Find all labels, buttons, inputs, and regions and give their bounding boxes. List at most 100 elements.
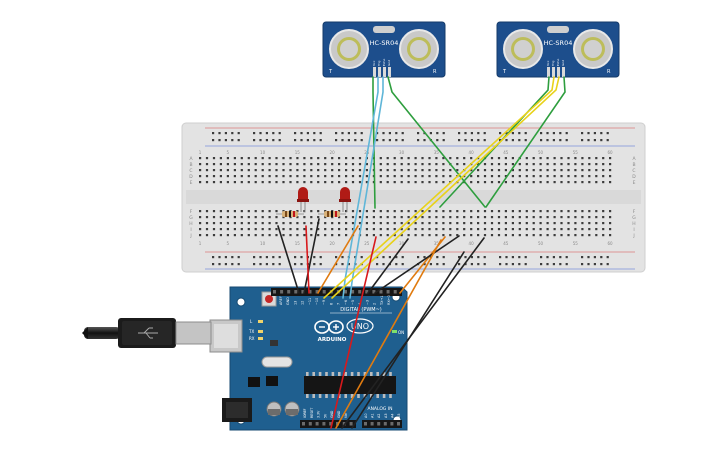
power-jack[interactable]	[222, 398, 252, 422]
sensor-pin-label-vcc: Vcc	[372, 60, 376, 66]
crystal-icon	[547, 26, 569, 33]
column-number: 15	[295, 150, 301, 155]
row-label: I	[633, 227, 634, 233]
column-number: 30	[399, 241, 405, 246]
sensor-model-label: HC-SR04	[544, 39, 573, 47]
sensor-r-mark: R	[433, 69, 437, 75]
digital-pin-label: ~9	[322, 300, 326, 305]
column-number: 40	[469, 241, 475, 246]
sensor-pins[interactable]	[547, 67, 565, 77]
row-label: D	[189, 174, 193, 180]
digital-pin-label: 8	[329, 303, 333, 305]
uno-badge: UNO	[346, 318, 374, 334]
power-pin-label: RESET	[310, 408, 314, 418]
digital-pin-label: GND	[286, 297, 290, 305]
rx-label: RX	[249, 336, 255, 341]
crystal-icon	[373, 26, 395, 33]
atmega-microcontroller	[304, 372, 396, 398]
column-number: 20	[330, 241, 336, 246]
l-label: L	[250, 319, 253, 324]
wire-black-gnd-a	[367, 238, 409, 294]
led-1[interactable]	[297, 187, 309, 212]
row-label: H	[189, 221, 192, 227]
on-label: ON	[398, 330, 404, 335]
row-label: B	[189, 162, 192, 168]
analog-in-label: ANALOG IN	[367, 406, 392, 412]
row-label: F	[190, 209, 193, 215]
column-number: 50	[538, 241, 544, 246]
digital-header[interactable]	[271, 288, 402, 296]
digital-pin-label: ~10	[315, 298, 319, 305]
arduino-uno-board[interactable]: L TX RX ON ARDUINO UNO DIGITAL (PWM~) AN…	[209, 286, 408, 431]
wire-black-gnd-b	[374, 235, 460, 294]
breadboard-center-channel	[186, 190, 641, 204]
breadboard-power-rails	[205, 127, 635, 270]
wire-orange-power	[335, 239, 442, 429]
row-label: A	[189, 156, 193, 162]
analog-pin-label: A2	[377, 414, 381, 418]
digital-pin-label: 7	[337, 303, 341, 305]
digital-pin-label: ~11	[308, 298, 312, 305]
power-pin-label: GND	[337, 410, 341, 418]
wire-green-s2-vcc	[439, 76, 550, 208]
sensor-pin-label-echo: Echo	[556, 59, 560, 66]
wire-blue-s1-echo	[349, 76, 384, 299]
analog-pin-label: A1	[371, 414, 375, 418]
digital-pin-label: ~6	[344, 300, 348, 305]
sensor-pin-label-echo: Echo	[382, 59, 386, 66]
wire-orange-led2	[317, 225, 359, 294]
sensor-pin-label-trig: Trig	[377, 61, 381, 67]
column-number: 5	[227, 241, 230, 246]
arduino-logo-icon	[314, 320, 344, 334]
led-2[interactable]	[339, 187, 351, 212]
tx-label: TX	[248, 329, 254, 334]
power-pin-label: Vin	[344, 413, 348, 418]
row-label: C	[632, 168, 635, 174]
sensor-pins[interactable]	[373, 67, 391, 77]
voltage-regulator-icon	[248, 377, 260, 387]
sensor-pin-label-gnd: Gnd	[561, 60, 565, 66]
power-header[interactable]	[300, 420, 356, 428]
usb-cable[interactable]	[80, 318, 212, 348]
column-number: 60	[607, 150, 613, 155]
resistor-1[interactable]	[276, 211, 304, 217]
analog-pin-label: A4	[390, 414, 394, 418]
column-number: 10	[260, 150, 266, 155]
wire-green-s1-vcc	[372, 76, 376, 209]
column-number: 5	[227, 150, 230, 155]
wire-black-led2-gnd	[303, 218, 320, 294]
sensor-t-mark: T	[502, 69, 507, 75]
row-label: F	[633, 209, 636, 215]
row-label: E	[190, 180, 193, 186]
wire-green-s2-gnd	[485, 76, 566, 208]
column-number: 15	[295, 241, 301, 246]
usb-port[interactable]	[209, 319, 243, 353]
power-pin-label: GND	[330, 410, 334, 418]
power-pin-label: 3.3V	[317, 410, 321, 418]
digital-pin-label: 13	[293, 301, 297, 305]
row-label: H	[632, 221, 635, 227]
row-label: G	[189, 215, 193, 221]
digital-pin-label: ~5	[351, 300, 355, 305]
digital-pin-label: 12	[301, 301, 305, 305]
ultrasonic-sensor-1[interactable]: HC-SR04 T R Vcc Trig Echo Gnd	[322, 21, 446, 78]
sensor-pin-label-trig: Trig	[551, 61, 555, 67]
resistor-2[interactable]	[318, 211, 346, 217]
row-label: G	[632, 215, 636, 221]
row-label: B	[632, 162, 635, 168]
row-label: J	[189, 233, 191, 239]
column-number: 60	[607, 241, 613, 246]
column-number: 35	[434, 150, 440, 155]
row-label: J	[632, 233, 634, 239]
ultrasonic-sensor-2[interactable]: HC-SR04 T R Vcc Trig Echo Gnd	[496, 21, 620, 78]
wire-red-led1	[305, 225, 310, 294]
sensor-t-mark: T	[328, 69, 333, 75]
column-number: 45	[503, 241, 509, 246]
digital-pin-label: AREF	[279, 296, 283, 305]
wires	[277, 76, 566, 429]
analog-header[interactable]	[362, 420, 402, 428]
brand-label: ARDUINO	[318, 337, 347, 343]
